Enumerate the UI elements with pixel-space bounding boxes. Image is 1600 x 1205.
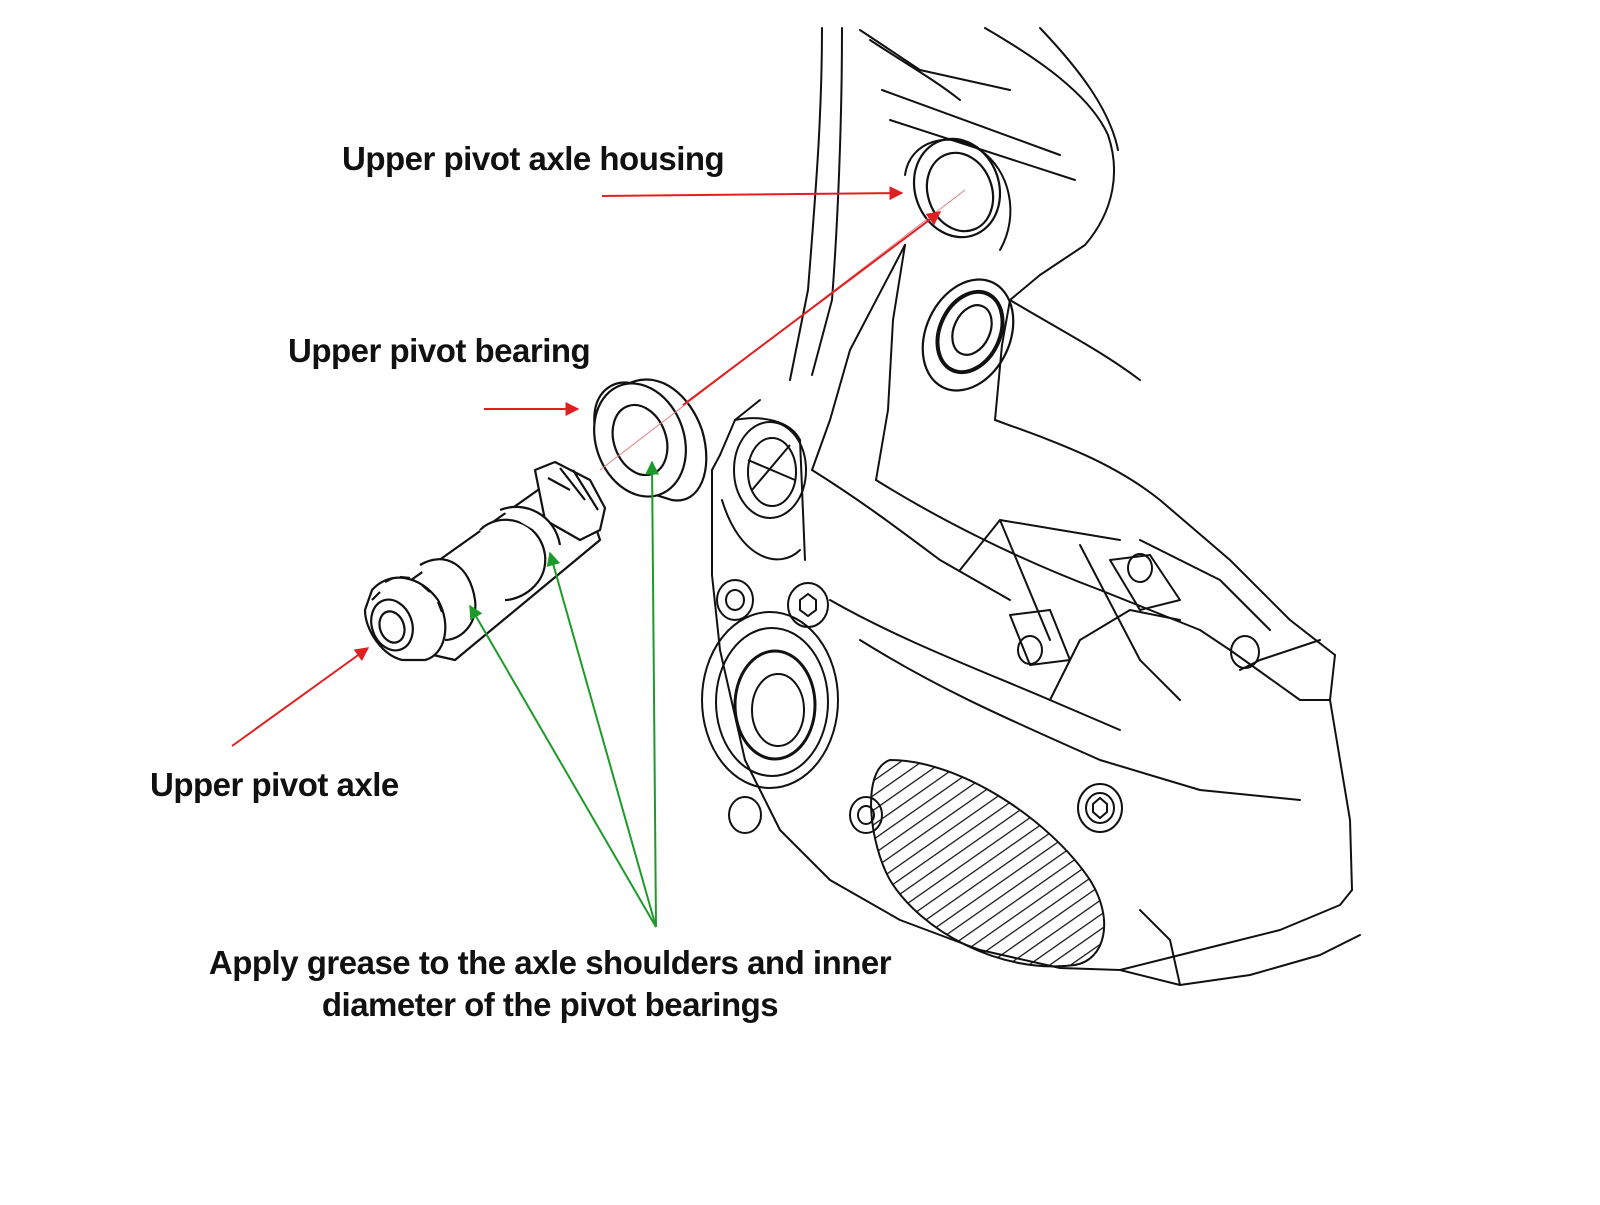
motor-cover: [870, 758, 1106, 968]
axle-callout-arrow: [231, 647, 370, 747]
housing-axis-arrow: [682, 211, 942, 406]
grease-arrow-front-shoulder: [469, 604, 657, 928]
frame-pivot-bearing: [921, 278, 1015, 392]
upper-pivot-axle-housing-label: Upper pivot axle housing: [342, 140, 725, 177]
frame-bolts: [716, 553, 1260, 834]
upper-pivot-axle: [363, 460, 607, 662]
grease-arrows: [469, 460, 660, 928]
upper-pivot-axle-housing: [912, 137, 1002, 239]
upper-pivot-bearing-label: Upper pivot bearing: [288, 332, 591, 369]
grease-instruction: Apply grease to the axle shoulders and i…: [195, 942, 905, 1026]
grease-arrow-bearing-bore: [645, 460, 660, 928]
housing-callout-arrow: [601, 186, 904, 201]
upper-pivot-axle-label: Upper pivot axle: [150, 766, 399, 803]
grease-instruction-line-2: diameter of the pivot bearings: [321, 986, 779, 1023]
grease-instruction-line-1: Apply grease to the axle shoulders and i…: [208, 944, 892, 981]
grease-arrow-rear-shoulder: [546, 551, 657, 928]
chainstay-pivot: [733, 421, 807, 519]
crank-bearing: [701, 611, 839, 789]
callout-arrows: [231, 186, 942, 747]
upper-pivot-bearing: [593, 378, 708, 502]
